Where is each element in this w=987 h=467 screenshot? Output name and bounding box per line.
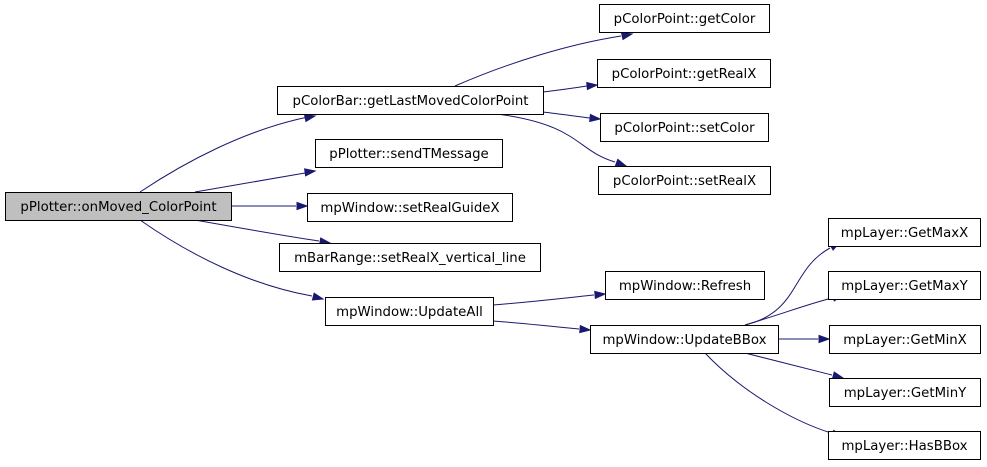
node-box[interactable]: [279, 243, 541, 272]
edge-line: [492, 320, 580, 330]
edge-line: [542, 85, 588, 93]
node-box[interactable]: [599, 4, 770, 33]
node-box[interactable]: [315, 139, 503, 168]
function-node[interactable]: mpLayer::GetMinY: [829, 378, 981, 407]
node-label: pColorBar::getLastMovedColorPoint: [293, 94, 529, 109]
edge-line: [744, 297, 833, 326]
node-box[interactable]: [325, 297, 494, 326]
node-label: mpWindow::Refresh: [619, 279, 751, 294]
node-label: mpLayer::GetMaxX: [841, 226, 969, 241]
function-node[interactable]: mpLayer::GetMinX: [829, 325, 981, 354]
edge-arrowhead: [311, 292, 325, 301]
edge-n0-n7: [231, 201, 309, 211]
edge-n0-n9: [139, 219, 325, 301]
node-box[interactable]: [829, 325, 981, 354]
edge-n11-n14: [778, 334, 831, 344]
function-node[interactable]: pColorPoint::getColor: [599, 4, 770, 33]
node-label: pPlotter::onMoved_ColorPoint: [20, 200, 216, 215]
edge-n11-n16: [704, 352, 844, 438]
edge-n0-n1: [139, 114, 317, 193]
function-node[interactable]: pColorPoint::setRealX: [598, 166, 771, 195]
function-node[interactable]: pColorPoint::getRealX: [597, 59, 771, 88]
node-box[interactable]: [590, 325, 779, 354]
node-label: pColorPoint::setColor: [614, 121, 755, 136]
edge-arrowhead: [579, 324, 592, 334]
edge-line: [744, 352, 833, 376]
edge-n1-n5: [496, 113, 628, 167]
function-node[interactable]: pPlotter::sendTMessage: [315, 139, 503, 168]
node-label: mpWindow::setRealGuideX: [320, 201, 499, 216]
edge-n1-n2: [454, 32, 634, 87]
node-label: mpWindow::UpdateAll: [336, 305, 483, 320]
function-node[interactable]: mpWindow::setRealGuideX: [307, 193, 513, 222]
node-label: mpLayer::HasBBox: [841, 439, 967, 454]
edge-arrowhead: [594, 290, 607, 300]
edge-arrowhead: [303, 114, 317, 123]
edge-n1-n4: [542, 111, 602, 123]
node-box[interactable]: [829, 378, 981, 407]
edge-line: [194, 172, 306, 193]
node-box[interactable]: [277, 86, 544, 115]
function-node[interactable]: mpWindow::UpdateAll: [325, 297, 494, 326]
node-box[interactable]: [307, 193, 513, 222]
edge-arrowhead: [589, 113, 602, 123]
node-label: mpLayer::GetMinY: [844, 386, 967, 401]
node-label: mBarRange::setRealX_vertical_line: [294, 251, 526, 266]
edge-arrowhead: [304, 168, 317, 177]
edge-line: [492, 294, 595, 306]
function-node[interactable]: mpWindow::UpdateBBox: [590, 325, 779, 354]
edge-arrowhead: [831, 371, 845, 380]
edge-n1-n3: [542, 81, 599, 93]
node-label: pColorPoint::setRealX: [613, 174, 756, 189]
edge-arrowhead: [818, 334, 831, 344]
node-box[interactable]: [828, 271, 981, 300]
node-label: mpLayer::GetMaxY: [841, 279, 968, 294]
edge-n9-n11: [492, 320, 592, 334]
node-label: pPlotter::sendTMessage: [329, 147, 488, 162]
node-box[interactable]: [828, 431, 981, 460]
node-box[interactable]: [600, 113, 769, 142]
root-node[interactable]: pPlotter::onMoved_ColorPoint: [5, 192, 232, 221]
edge-line: [454, 35, 622, 87]
function-node[interactable]: mpLayer::GetMaxY: [828, 271, 981, 300]
node-box[interactable]: [828, 218, 981, 247]
function-node[interactable]: mBarRange::setRealX_vertical_line: [279, 243, 541, 272]
function-node[interactable]: mpWindow::Refresh: [605, 271, 765, 300]
node-box[interactable]: [598, 166, 771, 195]
edge-arrowhead: [586, 81, 599, 91]
edge-n11-n15: [744, 352, 845, 380]
function-node[interactable]: pColorBar::getLastMovedColorPoint: [277, 86, 544, 115]
node-label: pColorPoint::getColor: [614, 12, 756, 27]
node-label: mpLayer::GetMinX: [843, 333, 967, 348]
edge-line: [194, 219, 320, 242]
edge-arrowhead: [620, 32, 634, 41]
node-label: mpWindow::UpdateBBox: [602, 333, 766, 348]
edge-n0-n8: [194, 219, 332, 246]
nodes-layer: pPlotter::onMoved_ColorPoint pColorBar::g…: [5, 4, 981, 460]
edge-n9-n10: [492, 290, 607, 306]
edge-line: [139, 219, 313, 297]
edge-line: [542, 111, 591, 119]
node-box[interactable]: [5, 192, 232, 221]
edge-line: [704, 352, 832, 434]
edge-line: [744, 247, 831, 326]
edge-n0-n6: [194, 168, 317, 193]
edge-line: [139, 116, 309, 193]
edge-line: [496, 113, 616, 163]
edges-layer: [139, 32, 845, 438]
node-box[interactable]: [597, 59, 771, 88]
function-node[interactable]: mpLayer::GetMaxX: [828, 218, 981, 247]
node-box[interactable]: [605, 271, 765, 300]
edge-arrowhead: [296, 201, 309, 211]
function-node[interactable]: pColorPoint::setColor: [600, 113, 769, 142]
edge-arrowhead: [614, 158, 628, 167]
function-node[interactable]: mpLayer::HasBBox: [828, 431, 981, 460]
node-label: pColorPoint::getRealX: [612, 67, 757, 82]
